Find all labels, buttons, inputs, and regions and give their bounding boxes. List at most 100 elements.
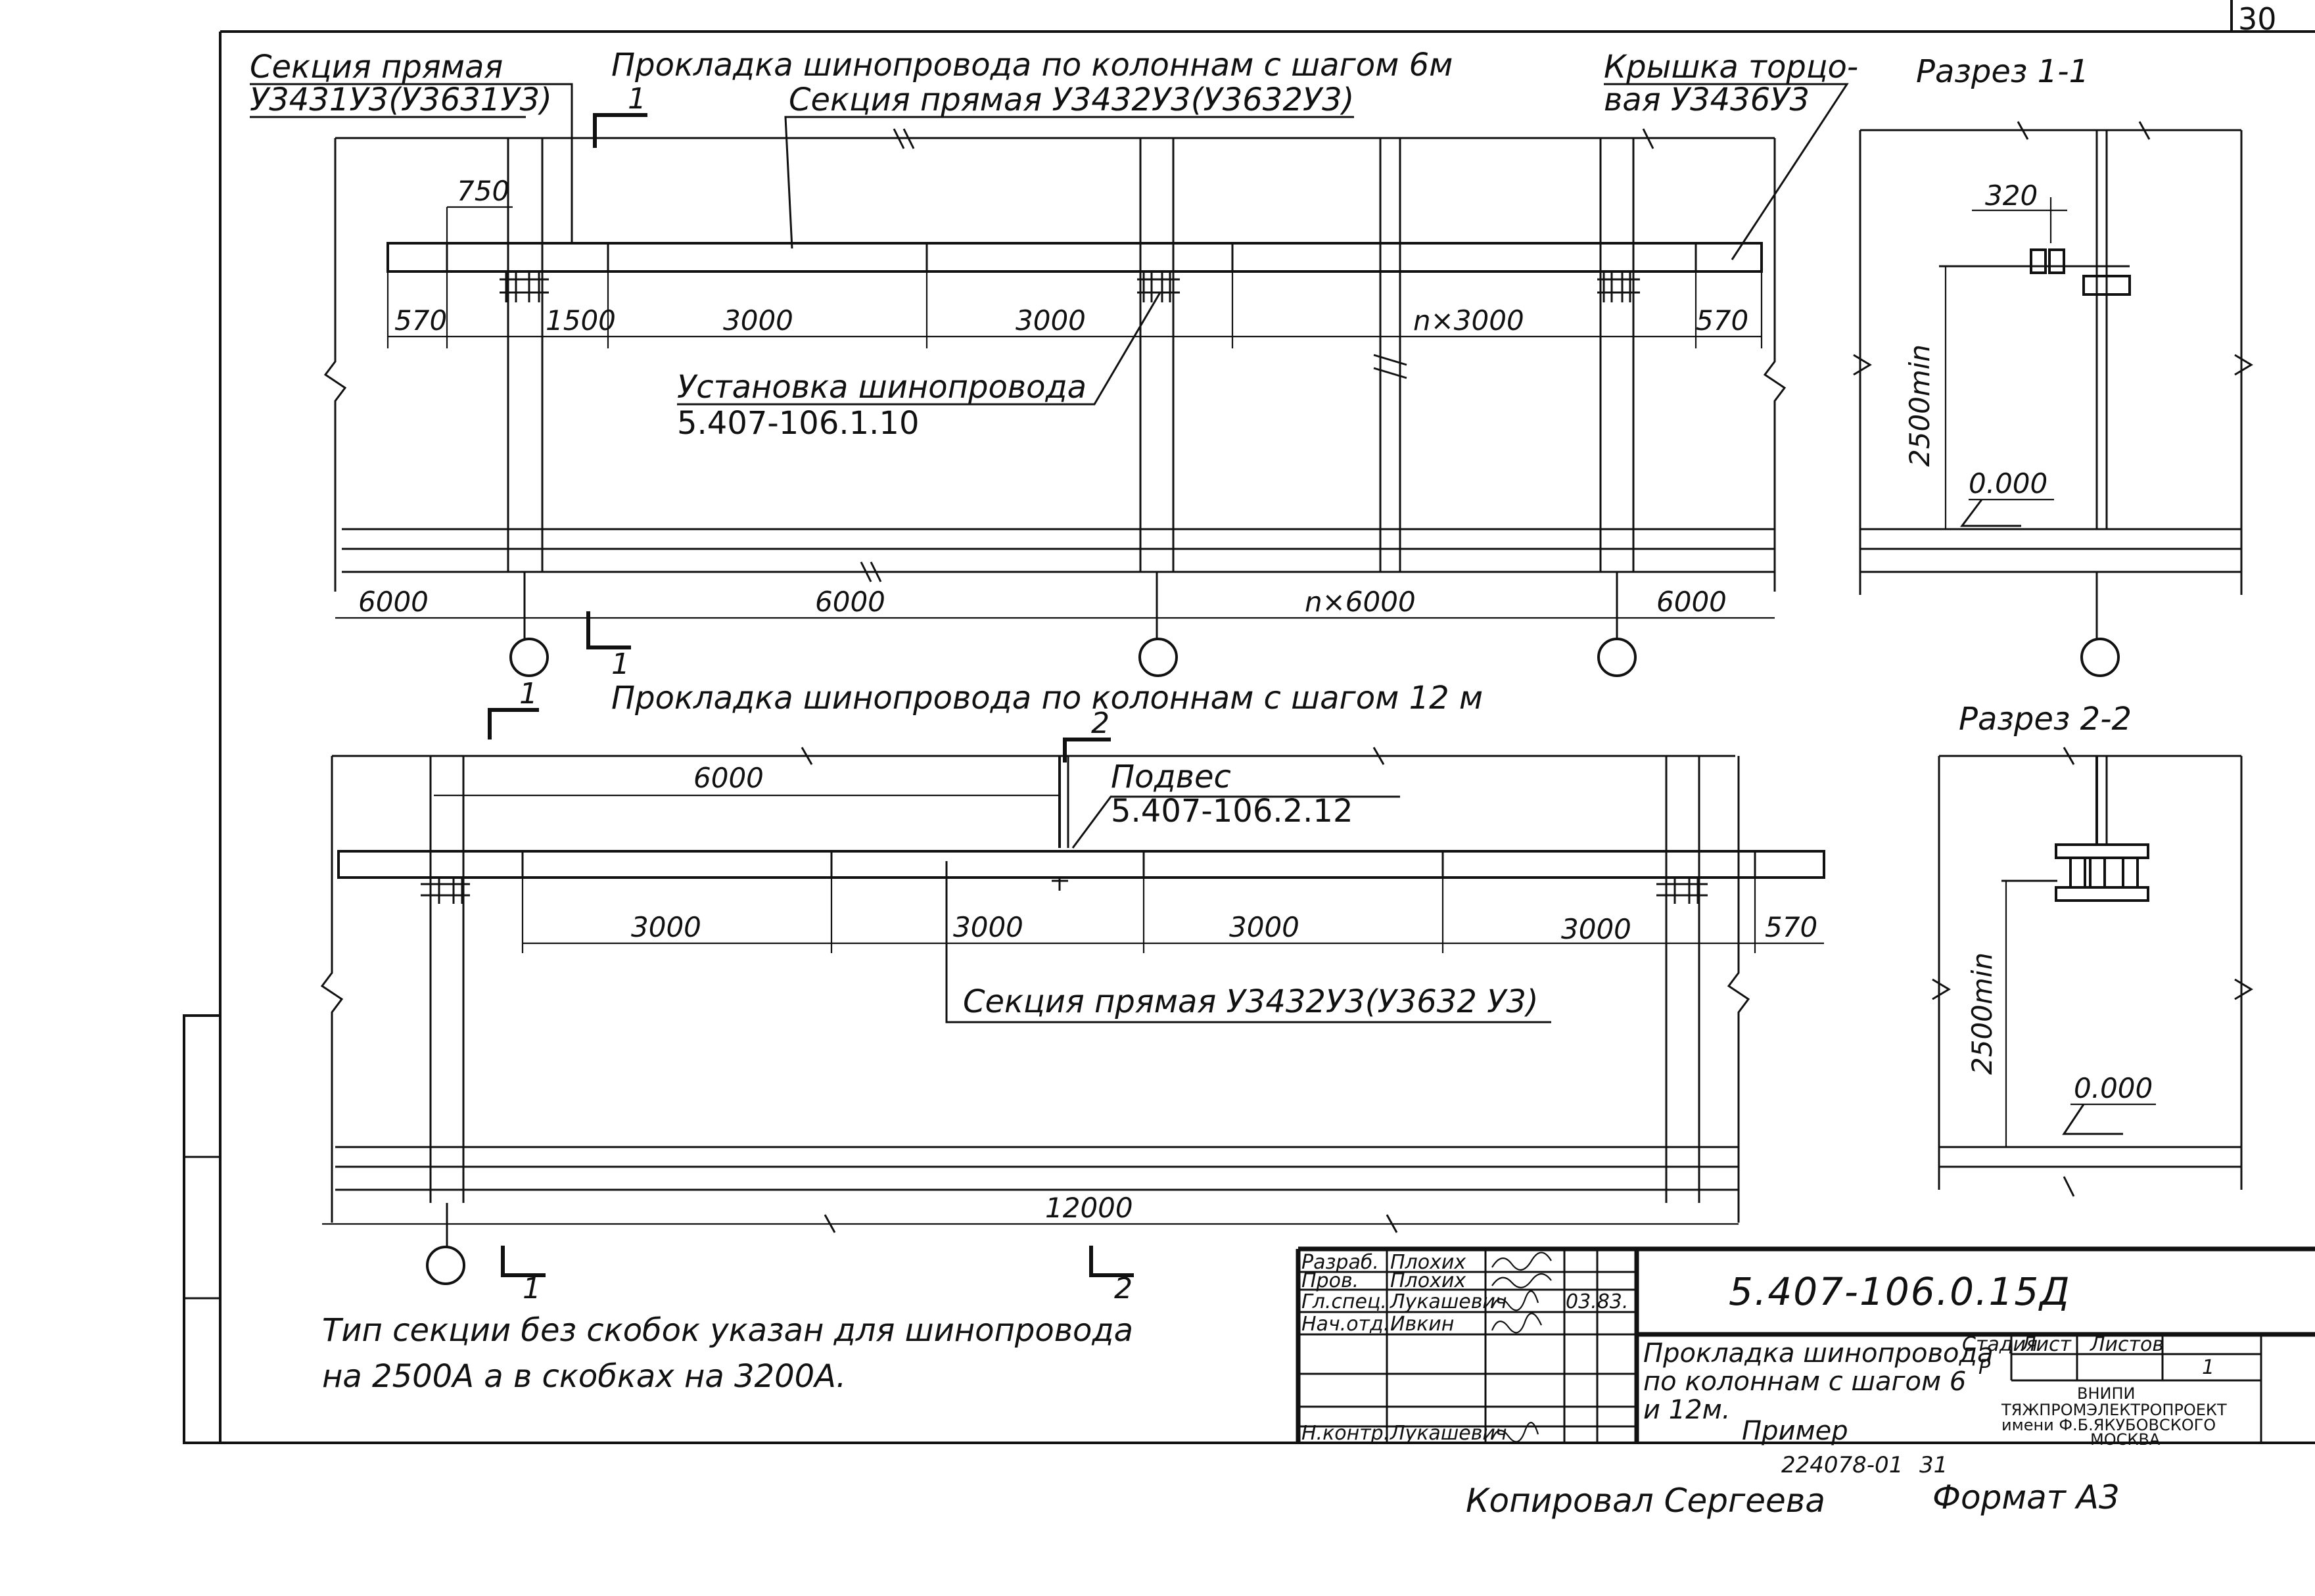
plan-12m-title: Прокладка шинопровода по колоннам с шаго… [611,680,1483,716]
tb-org-4: МОСКВА [2090,1430,2161,1449]
sheet-frame [183,0,2315,1444]
tb-title-1: Прокладка шинопровода [1643,1338,1994,1369]
plan-12m-dim-570: 570 [1765,911,1817,943]
bracket-12m-left [421,878,470,904]
cut-mark-12m-1-top: 1 [519,677,538,711]
tb-role-name: Ивкин [1390,1313,1454,1336]
label-cap-1: Крышка торцо- [1604,49,1858,85]
section-2-title: Разрез 2-2 [1959,701,2132,738]
label-section-left-1: Секция прямая [250,49,503,85]
cut-mark-1-bottom [586,611,631,649]
plan-12m-dim-3000-c: 3000 [1229,911,1299,943]
tb-role-row-0: Разраб. Плохих [1301,1251,1466,1274]
tb-role: Разраб. [1301,1251,1379,1274]
tb-val-sheets: 1 [2202,1356,2214,1379]
label-section-top: Секция прямая У3432У3(У3632У3) [789,82,1354,118]
section-1-level: 0.000 [1969,467,2047,500]
tb-org-1: ВНИПИ [2077,1384,2135,1403]
busway-12m [337,850,1825,879]
drawing-code: 5.407-106.0.15Д [1729,1269,2071,1314]
cut-mark-1-top-label: 1 [628,82,646,116]
tb-title-4: Пример [1742,1416,1848,1446]
plan-12m: Прокладка шинопровода по колоннам с шаго… [320,677,1825,1305]
cut-mark-1-bottom-label: 1 [611,647,630,681]
break-right-6m [1763,138,1787,592]
break-symbol-6m [1373,138,1407,572]
label-install-1: Установка шинопровода [677,369,1087,406]
archive-number: 224078-01 [1781,1452,1903,1478]
plan-12m-dim-3000-a: 3000 [631,911,701,943]
plan-12m-dim-top: 6000 [693,762,764,794]
title-block: 5.407-106.0.15Д Прокладка шинопровода по… [1296,1246,2315,1449]
tb-role-row-3: Нач.отд. Ивкин [1301,1313,1454,1336]
grid-circle-a [509,638,549,677]
bracket-c [1597,273,1640,302]
section-1-title: Разрез 1-1 [1916,53,2089,90]
bracket-b [1137,273,1180,302]
grid-circle-12m [426,1246,465,1285]
dim-750: 750 [457,175,509,207]
tb-role: Гл.спец. [1301,1290,1387,1313]
tb-org-3: имени Ф.Б.ЯКУБОВСКОГО [2001,1416,2216,1434]
column-c [1599,138,1635,641]
leader-install [677,292,1161,406]
section-1-1: Разрез 1-1 320 2500min 0.000 [1853,53,2253,677]
bracket-12m-right [1656,878,1708,904]
grid-circle-b [1138,638,1178,677]
cut-mark-12m-2-top: 2 [1091,707,1110,740]
tb-role-name: Плохих [1390,1269,1466,1292]
label-install-2: 5.407-106.1.10 [677,405,919,442]
copied-by: Копировал Сергеева [1466,1482,1825,1520]
tb-role-date: 03.83. [1566,1290,1628,1313]
tb-col-stage: Стадия [1962,1333,2038,1356]
tb-role-row-6: Н.контр. Лукашевич [1301,1422,1507,1445]
archive-sheet: 31 [1919,1452,1948,1478]
tb-role-row-1: Пров. Плохих [1301,1269,1466,1292]
tb-col-sheets: Листов [2090,1333,2164,1356]
signatures [1491,1252,1552,1443]
note-line-1: Тип секции без скобок указан для шинопро… [322,1312,1133,1349]
dim-1500: 1500 [546,304,616,337]
column-12m-right [1665,756,1700,1203]
plan-6m: Прокладка шинопровода по колоннам с шаго… [250,47,1858,681]
format: Формат А3 [1932,1478,2120,1516]
plan-12m-label-section: Секция прямая У3432У3(У3632 У3) [963,983,1539,1020]
leader-section-top [784,116,1354,249]
cut-mark-12m-2-bottom: 2 [1114,1272,1133,1305]
dim-3000-b: 3000 [1016,304,1086,337]
busway-6m-joints [446,243,1697,271]
section-1-dim-height: 2500min [1904,344,1936,467]
dim-570-right: 570 [1696,304,1748,337]
tb-role-row-2: Гл.спец. Лукашевич 03.83. [1301,1290,1628,1313]
cut-mark-12m-1-bottom: 1 [523,1272,541,1305]
cut-mark-1-top [593,113,647,148]
tb-role-name: Лукашевич [1390,1422,1507,1445]
section-2-2: Разрез 2-2 2500min 0.000 [1932,701,2253,1197]
dim-n6000: n×6000 [1305,586,1416,618]
tb-val-stage: Р [1978,1356,1991,1379]
column-b [1139,138,1175,641]
tb-role: Н.контр. [1301,1422,1390,1445]
section-2-level: 0.000 [2074,1072,2153,1104]
section-1-dim-top: 320 [1985,179,2038,212]
dim-570-left: 570 [394,304,447,337]
tb-role: Нач.отд. [1301,1313,1390,1336]
plan-12m-bottom-dim: 12000 [1045,1192,1133,1224]
leader-cap [1604,83,1849,260]
tb-role: Пров. [1301,1269,1359,1292]
tb-org-2: ТЯЖПРОМЭЛЕКТРОПРОЕКТ [2001,1401,2227,1419]
busway-6m [386,242,1763,273]
dim-6000-a: 6000 [358,586,429,618]
plan-12m-dim-3000-d: 3000 [1561,913,1631,945]
column-a [507,138,544,641]
tb-col-sheet: Лист [2021,1333,2072,1356]
page-number: 30 [2238,1,2277,37]
tb-role-name: Лукашевич [1390,1290,1507,1313]
note-line-2: на 2500А а в скобках на 3200А. [322,1358,846,1395]
break-left-6m [323,138,347,592]
label-hanger-1: Подвес [1111,759,1231,795]
label-hanger-2: 5.407-106.2.12 [1111,793,1353,830]
section-2-dim-height: 2500min [1966,952,1998,1075]
bracket-a [500,273,549,302]
